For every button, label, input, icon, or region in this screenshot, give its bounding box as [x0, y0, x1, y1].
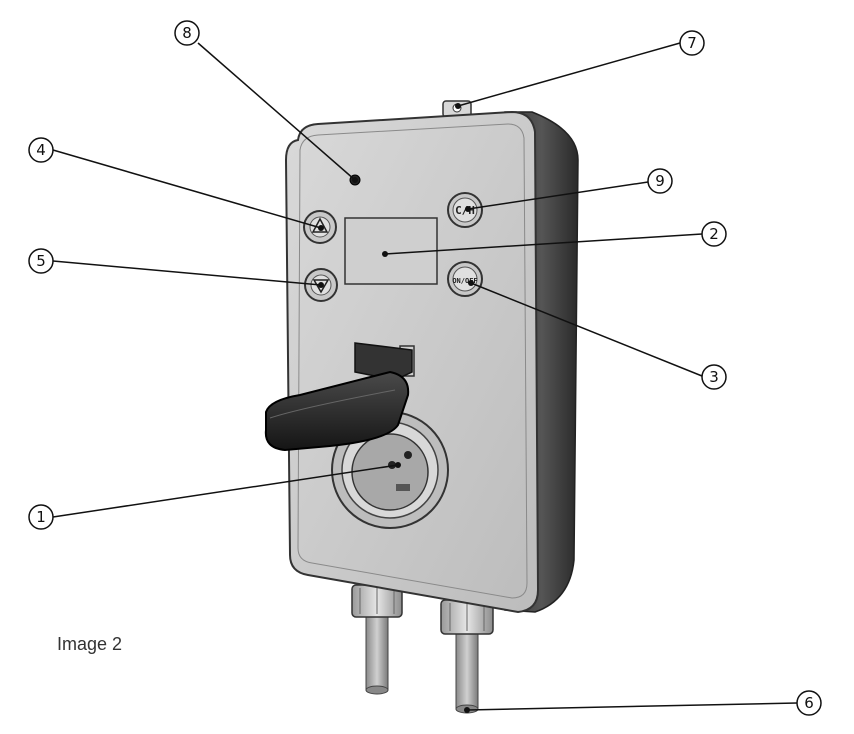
leader-line-4 — [52, 149, 322, 229]
up-arrow-icon — [311, 217, 329, 233]
svg-text:9: 9 — [655, 172, 665, 190]
leader-dots — [318, 103, 474, 713]
leader-line-7 — [457, 42, 681, 107]
on-off-button[interactable]: ON/OFF — [447, 261, 483, 297]
leader-line-9 — [467, 181, 649, 210]
left-cable — [365, 609, 389, 695]
housing-front-bevel — [297, 123, 528, 599]
leader-line-8 — [197, 42, 356, 181]
socket — [331, 411, 449, 529]
svg-text:4: 4 — [36, 141, 46, 159]
svg-text:3: 3 — [709, 368, 719, 386]
on-off-button-label: ON/OFF — [452, 277, 477, 285]
socket-lid[interactable] — [264, 342, 415, 452]
svg-text:1: 1 — [36, 508, 46, 526]
callout-3: 3 — [701, 364, 727, 390]
leader-line-1 — [52, 464, 399, 518]
svg-text:5: 5 — [36, 252, 46, 270]
svg-text:2: 2 — [709, 225, 719, 243]
callout-6: 6 — [796, 690, 822, 716]
callout-9: 9 — [647, 168, 673, 194]
image-caption: Image 2 — [57, 634, 123, 654]
right-cable-gland — [440, 599, 494, 635]
svg-text:6: 6 — [804, 694, 814, 712]
svg-text:8: 8 — [182, 24, 192, 42]
leader-line-5 — [52, 260, 322, 286]
down-arrow-icon — [312, 279, 330, 294]
callout-1: 1 — [28, 504, 54, 530]
callout-2: 2 — [701, 221, 727, 247]
callout-7: 7 — [679, 30, 705, 56]
c-h-button[interactable]: C/H — [447, 192, 483, 228]
callout-4: 4 — [28, 137, 54, 163]
leader-line-3 — [470, 282, 703, 377]
callout-5: 5 — [28, 248, 54, 274]
leader-line-2 — [384, 233, 703, 255]
callout-8: 8 — [174, 20, 200, 46]
c-h-button-label: C/H — [455, 204, 475, 217]
leader-line-6 — [466, 702, 798, 711]
right-cable — [455, 624, 479, 714]
leader-lines — [52, 42, 798, 711]
svg-text:7: 7 — [687, 34, 697, 52]
